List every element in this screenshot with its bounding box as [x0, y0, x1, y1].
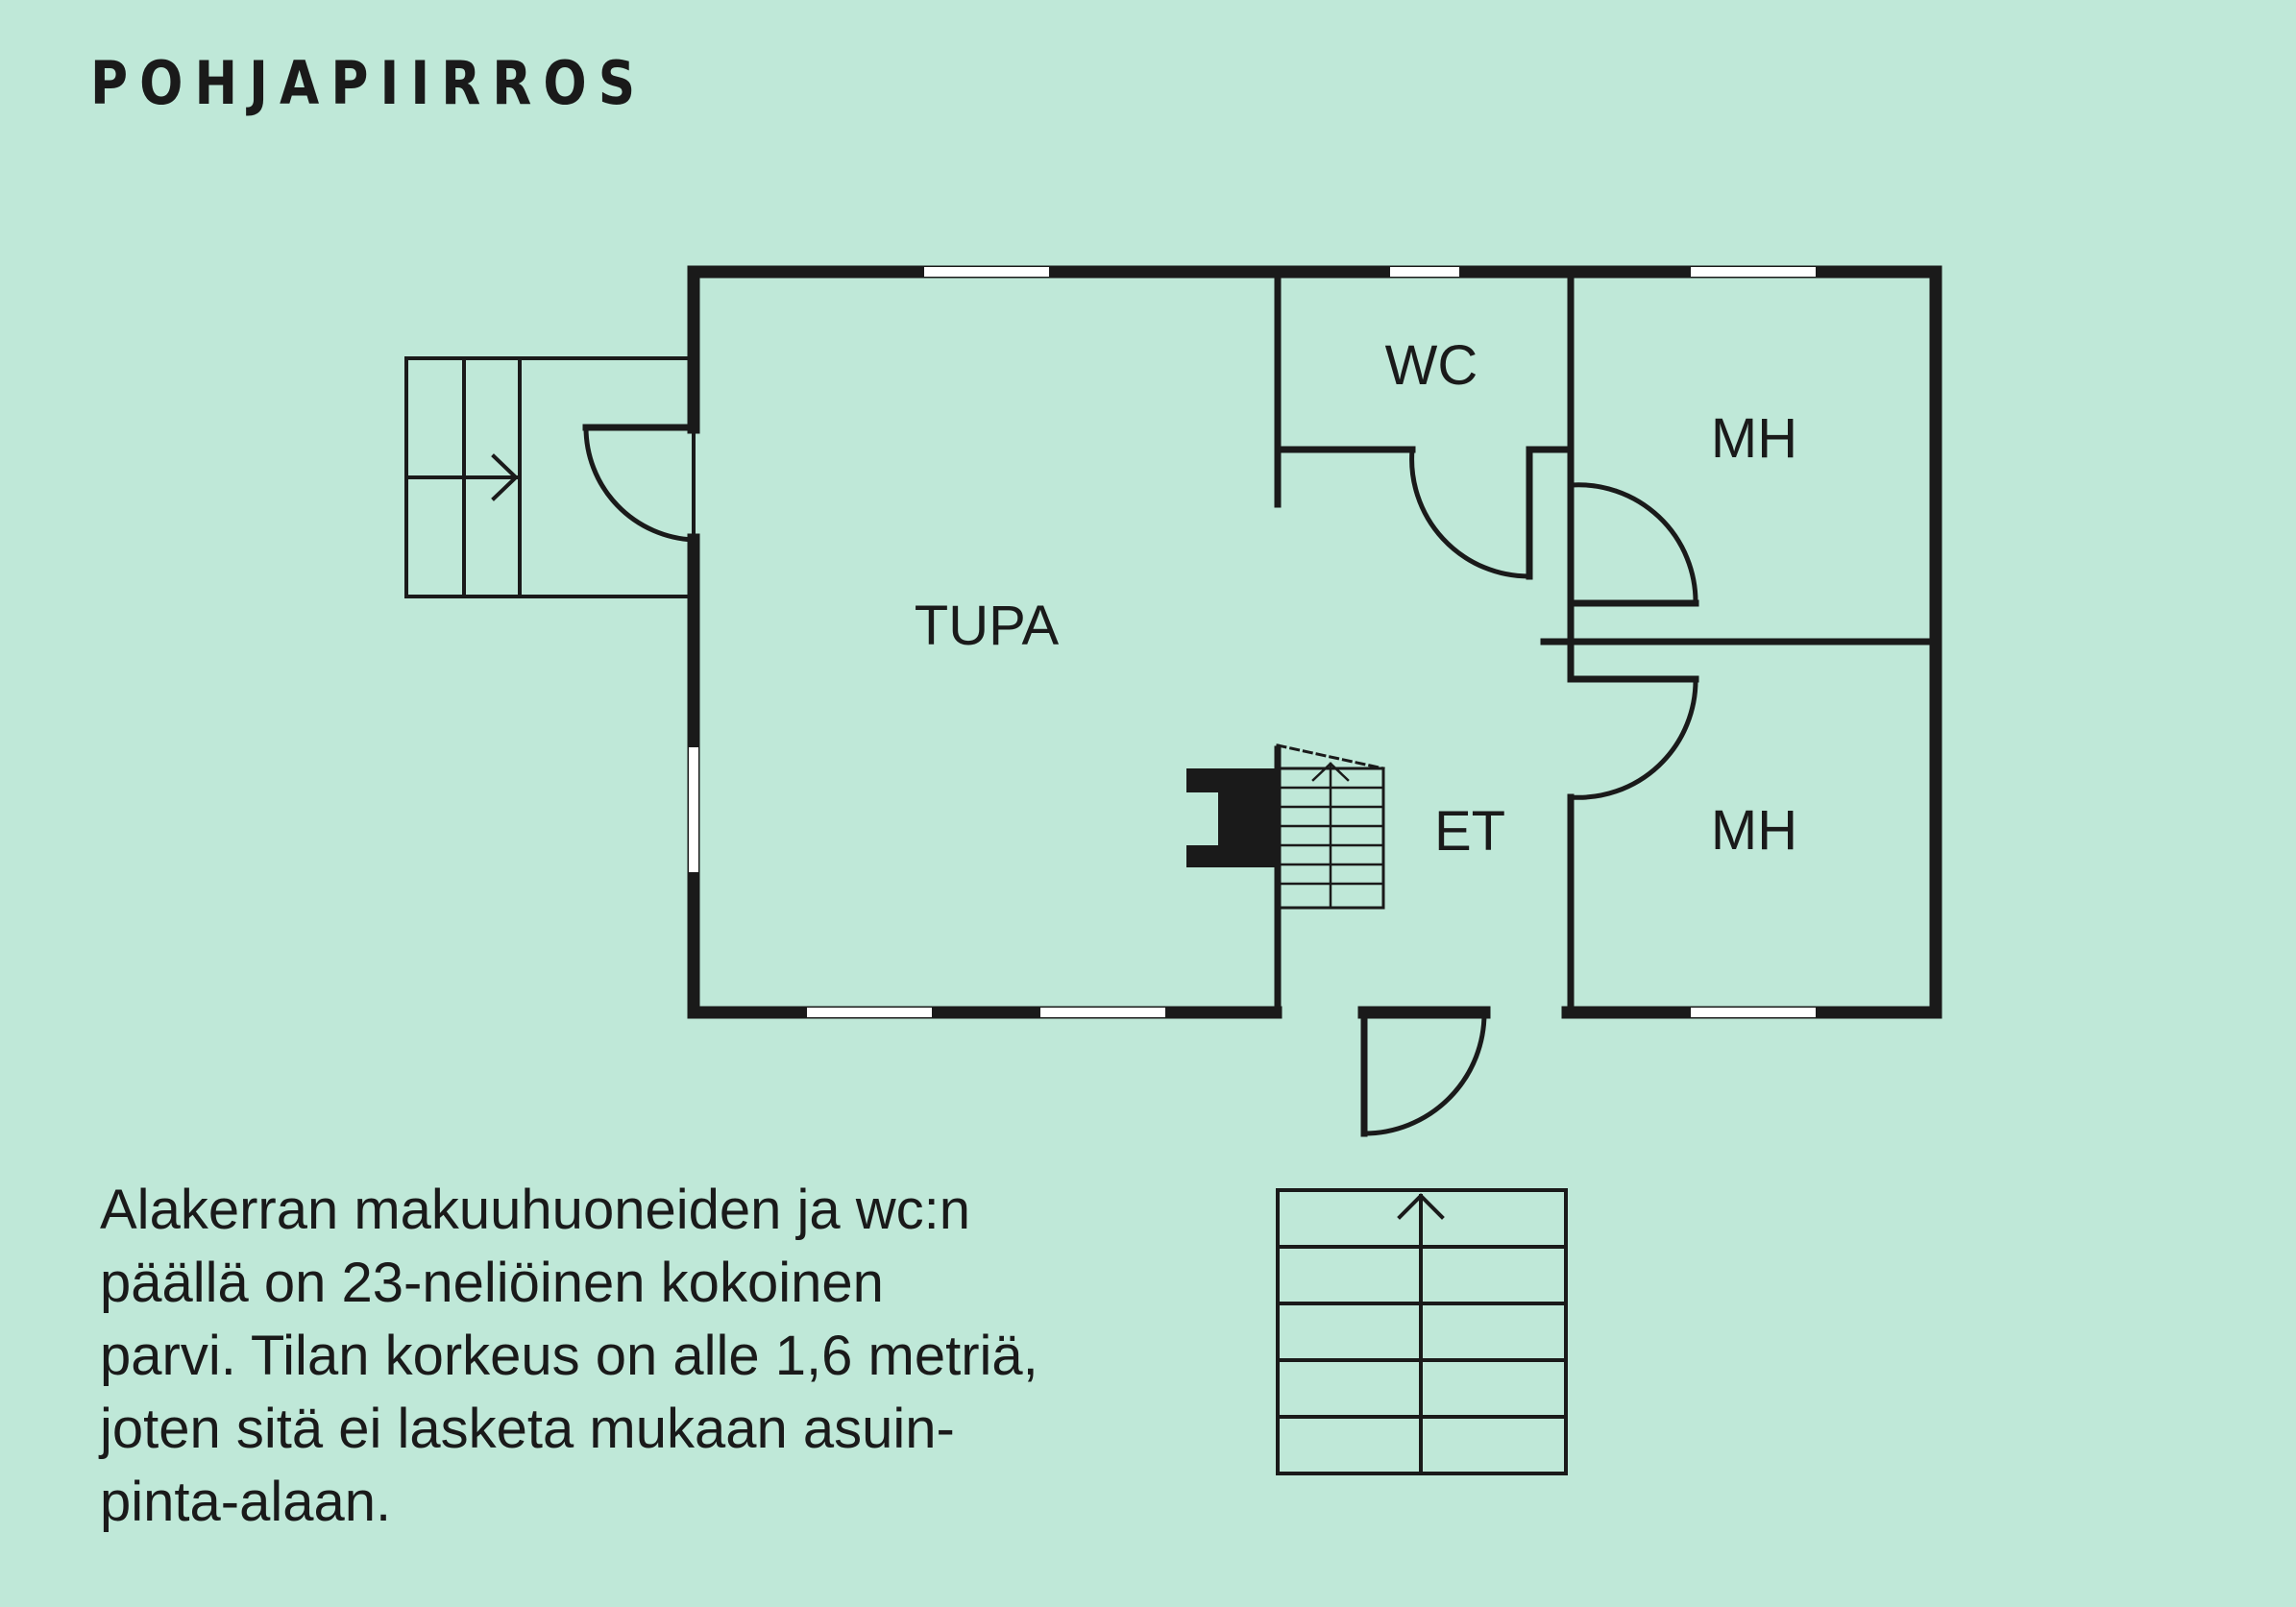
- window-top-1: [924, 267, 1049, 277]
- interior-stairs-arrowhead: [1311, 762, 1350, 782]
- caption-line: päällä on 23-neliöinen kokoinen: [100, 1252, 884, 1314]
- fireplace: [1186, 768, 1276, 867]
- stairs-left-arrowhead: [491, 453, 519, 501]
- door-tupa-swing: [583, 425, 696, 543]
- door-mh-bottom-swing: [1568, 676, 1698, 800]
- window-top-2: [1390, 267, 1459, 277]
- caption-line: Alakerran makuuhuoneiden ja wc:n: [100, 1179, 970, 1241]
- stairs-front-arrowhead: [1397, 1193, 1445, 1220]
- caption-line: joten sitä ei lasketa mukaan asuin-: [100, 1398, 955, 1460]
- window-bottom-1: [807, 1008, 932, 1017]
- room-label-et: ET: [1434, 800, 1505, 863]
- door-wc-swing: [1409, 447, 1532, 579]
- window-left: [689, 747, 698, 872]
- door-mh-top-swing: [1568, 482, 1698, 606]
- room-label-mh-bottom: MH: [1711, 799, 1797, 862]
- caption: Alakerran makuuhuoneiden ja wc:n päällä …: [100, 1174, 1253, 1539]
- caption-line: parvi. Tilan korkeus on alle 1,6 metriä,: [100, 1325, 1038, 1387]
- room-label-mh-top: MH: [1711, 407, 1797, 470]
- room-label-wc: WC: [1385, 334, 1478, 397]
- window-bottom-3: [1691, 1008, 1816, 1017]
- window-bottom-2: [1040, 1008, 1165, 1017]
- page-title: POHJAPIIRROS: [90, 48, 647, 118]
- room-label-tupa: TUPA: [915, 595, 1060, 657]
- interior-stairs-dashed: [1276, 743, 1385, 770]
- caption-line: pinta-alaan.: [100, 1471, 392, 1533]
- door-entry-swing: [1361, 1010, 1487, 1136]
- window-top-3: [1691, 267, 1816, 277]
